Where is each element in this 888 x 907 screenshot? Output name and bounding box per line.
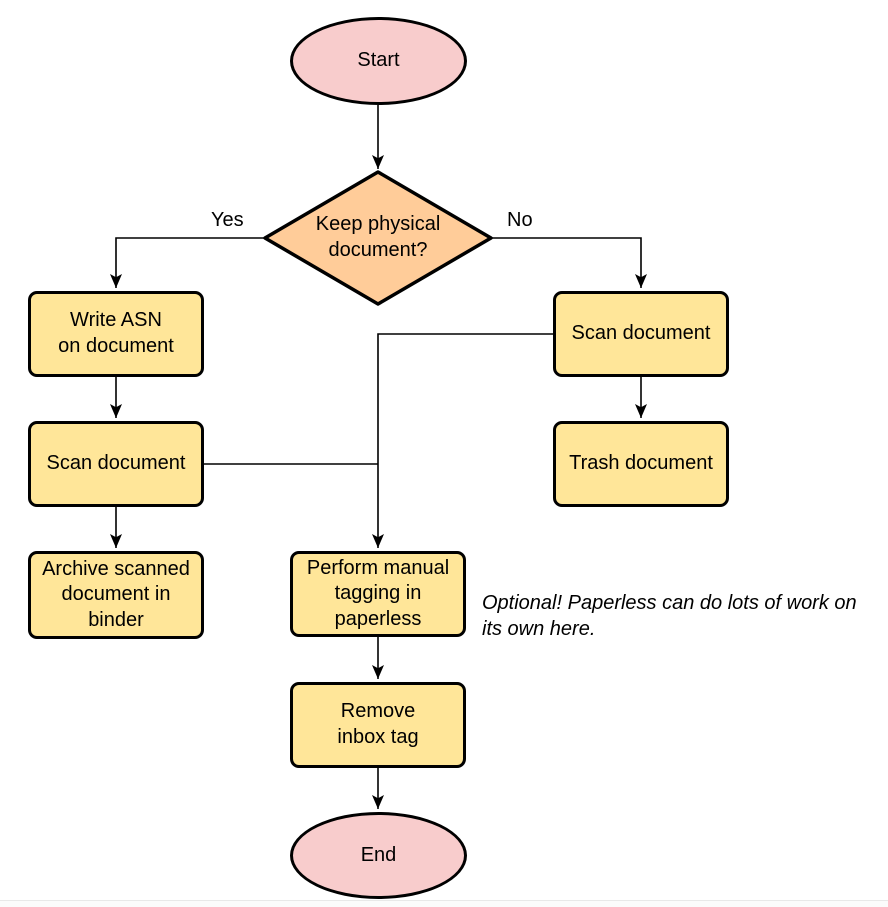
node-write-asn: Write ASN on document xyxy=(28,291,204,377)
node-remove-inbox-tag: Remove inbox tag xyxy=(290,682,466,768)
edge-label-yes: Yes xyxy=(211,209,244,231)
page-bottom-edge xyxy=(0,900,888,907)
edge-decision-yes-to-write-asn xyxy=(110,237,265,288)
node-manual-tagging: Perform manual tagging in paperless xyxy=(290,551,466,637)
node-end: End xyxy=(290,812,467,899)
edge-decision-no-to-scan-right xyxy=(491,237,647,288)
node-trash-document: Trash document xyxy=(553,421,729,507)
edge-label-no: No xyxy=(507,209,533,231)
node-scan-document-right: Scan document xyxy=(553,291,729,377)
edge-scan-right-to-tagging xyxy=(372,333,553,548)
node-decision-label: Keep physical document? xyxy=(315,213,441,261)
decision-diamond-shape xyxy=(263,170,493,306)
node-scan-document-left: Scan document xyxy=(28,421,204,507)
node-start: Start xyxy=(290,17,467,105)
node-archive-in-binder: Archive scanned document in binder xyxy=(28,551,204,639)
optional-note: Optional! Paperless can do lots of work … xyxy=(482,592,857,640)
